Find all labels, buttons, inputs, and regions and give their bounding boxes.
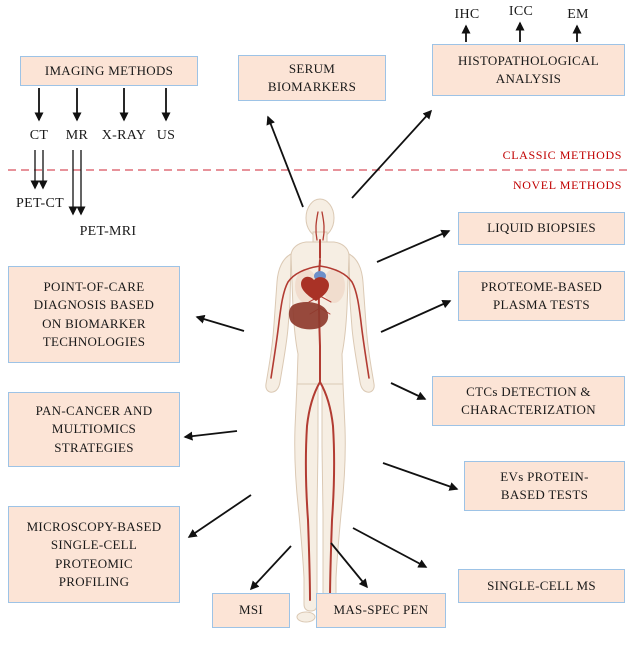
box-imaging-methods: IMAGING METHODS <box>20 56 198 86</box>
novel-methods-label: NOVEL METHODS <box>512 178 622 192</box>
label-us: US <box>156 128 176 143</box>
box-single-cell-ms: SINGLE-CELL MS <box>458 569 625 603</box>
arrow-to-microscopy-profiling <box>187 494 252 538</box>
box-serum-biomarkers: SERUM BIOMARKERS <box>238 55 386 101</box>
label-xray: X-RAY <box>101 128 147 143</box>
box-point-of-care: POINT-OF-CARE DIAGNOSIS BASED ON BIOMARK… <box>8 266 180 363</box>
box-microscopy-profiling: MICROSCOPY-BASED SINGLE-CELL PROTEOMIC P… <box>8 506 180 603</box>
liver <box>288 302 329 330</box>
heart <box>301 271 329 301</box>
box-histopathological-analysis: HISTOPATHOLOGICAL ANALYSIS <box>432 44 625 96</box>
arrow-to-pan-cancer <box>183 430 238 441</box>
label-ct: CT <box>29 128 49 143</box>
label-pet-ct: PET-CT <box>16 196 64 211</box>
arrow-to-histopathological-analysis <box>351 109 433 199</box>
box-ctcs-detection: CTCs DETECTION & CHARACTERIZATION <box>432 376 625 426</box>
box-mas-spec-pen: MAS-SPEC PEN <box>316 593 446 628</box>
label-em: EM <box>567 7 589 22</box>
box-pan-cancer-multiomics: PAN-CANCER AND MULTIOMICS STRATEGIES <box>8 392 180 467</box>
label-ihc: IHC <box>454 7 480 22</box>
box-msi: MSI <box>212 593 290 628</box>
label-mr: MR <box>65 128 89 143</box>
label-pet-mri: PET-MRI <box>79 224 137 239</box>
classic-methods-label: CLASSIC METHODS <box>502 148 622 162</box>
human-anatomy-figure <box>265 198 375 623</box>
arrow-to-serum-biomarkers <box>266 115 304 208</box>
label-icc: ICC <box>508 4 534 19</box>
box-liquid-biopsies: LIQUID BIOPSIES <box>458 212 625 245</box>
box-evs-protein-tests: EVs PROTEIN-BASED TESTS <box>464 461 625 511</box>
box-proteome-plasma-tests: PROTEOME-BASED PLASMA TESTS <box>458 271 625 321</box>
arrow-to-point-of-care <box>195 314 245 332</box>
